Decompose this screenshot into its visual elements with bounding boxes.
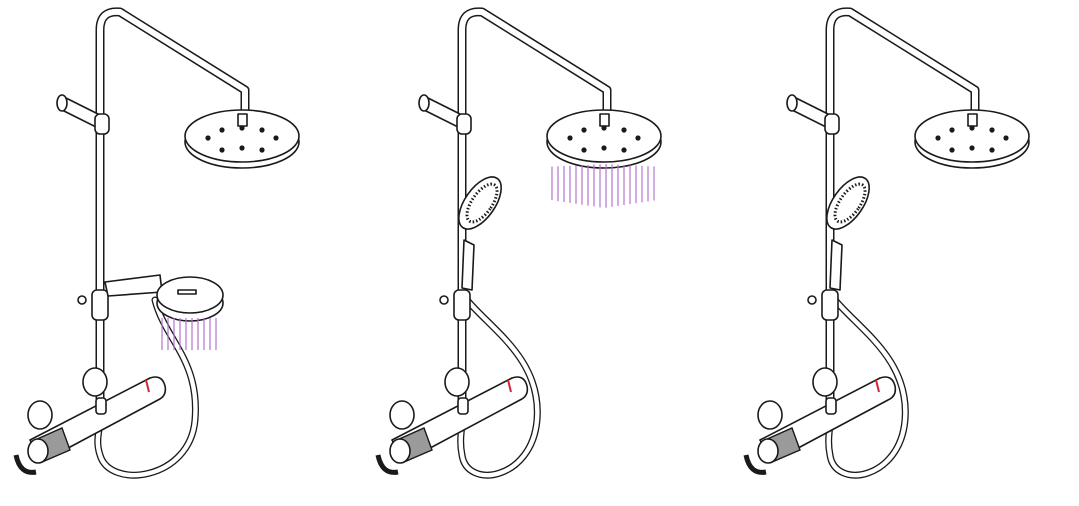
overhead-shower-head [184, 109, 300, 163]
hose-inner [458, 297, 540, 478]
slider [821, 289, 839, 321]
riser-pipe-inner [459, 8, 610, 413]
handshower-nozzles [833, 182, 867, 224]
riser-pipe [95, 7, 250, 415]
shower-system-2 [375, 7, 662, 479]
temperature-mark [145, 379, 150, 393]
handshower-handle [461, 239, 475, 291]
wall-bracket-cap [56, 94, 68, 112]
diverter-handle [743, 454, 767, 475]
nozzle [259, 147, 265, 153]
overhead-shower-head [914, 109, 1030, 163]
nozzle [205, 135, 211, 141]
side-shower-head [156, 276, 224, 314]
wall-bracket-cap [418, 94, 430, 112]
nozzle [581, 127, 587, 133]
slider [91, 289, 109, 321]
overhead-shower-head [546, 109, 662, 163]
nozzle [935, 135, 941, 141]
nozzle [239, 125, 245, 131]
nozzle [969, 145, 975, 151]
nozzle [581, 147, 587, 153]
side-arm [104, 274, 163, 297]
wall-connector-left [757, 400, 783, 430]
nozzle [601, 145, 607, 151]
pipe-connector [825, 397, 837, 415]
pipe-connector [95, 397, 107, 415]
handshower-head [826, 176, 870, 230]
handshower-nozzles [465, 182, 499, 224]
nozzle [219, 127, 225, 133]
slider-knob [77, 295, 87, 305]
handshower-handle [829, 239, 843, 291]
nozzle [621, 127, 627, 133]
nozzle [1003, 135, 1009, 141]
pipe-clamp [456, 113, 472, 135]
riser-pipe-inner [97, 8, 248, 413]
diverter-handle [13, 454, 37, 475]
temperature-mark [507, 379, 512, 393]
nozzle [259, 127, 265, 133]
head-joint [967, 113, 978, 127]
side-shower-logo [177, 289, 197, 295]
wall-connector-right [444, 367, 470, 397]
pipe-connector [457, 397, 469, 415]
nozzle [239, 145, 245, 151]
nozzle [949, 127, 955, 133]
riser-pipe-inner [827, 8, 978, 413]
wall-connector-right [82, 367, 108, 397]
wall-bracket-cap [786, 94, 798, 112]
temperature-mark [875, 379, 880, 393]
diverter-handle [375, 454, 399, 475]
nozzle [635, 135, 641, 141]
nozzle [969, 125, 975, 131]
nozzle [219, 147, 225, 153]
wall-connector-left [27, 400, 53, 430]
nozzle [621, 147, 627, 153]
slider-knob [439, 295, 449, 305]
handshower-head [458, 176, 502, 230]
nozzle [989, 147, 995, 153]
pipe-clamp [94, 113, 110, 135]
shower-system-3 [743, 7, 1030, 479]
pipe-clamp [824, 113, 840, 135]
slider [453, 289, 471, 321]
knob-cap [389, 438, 411, 464]
nozzle [273, 135, 279, 141]
nozzle [989, 127, 995, 133]
nozzle [601, 125, 607, 131]
head-joint [599, 113, 610, 127]
hose-inner [826, 297, 908, 478]
hose-inner [95, 297, 198, 478]
head-joint [237, 113, 248, 127]
wall-connector-right [812, 367, 838, 397]
nozzle [949, 147, 955, 153]
wall-connector-left [389, 400, 415, 430]
nozzle [567, 135, 573, 141]
slider-knob [807, 295, 817, 305]
knob-cap [757, 438, 779, 464]
shower-system-1 [13, 7, 300, 479]
knob-cap [27, 438, 49, 464]
